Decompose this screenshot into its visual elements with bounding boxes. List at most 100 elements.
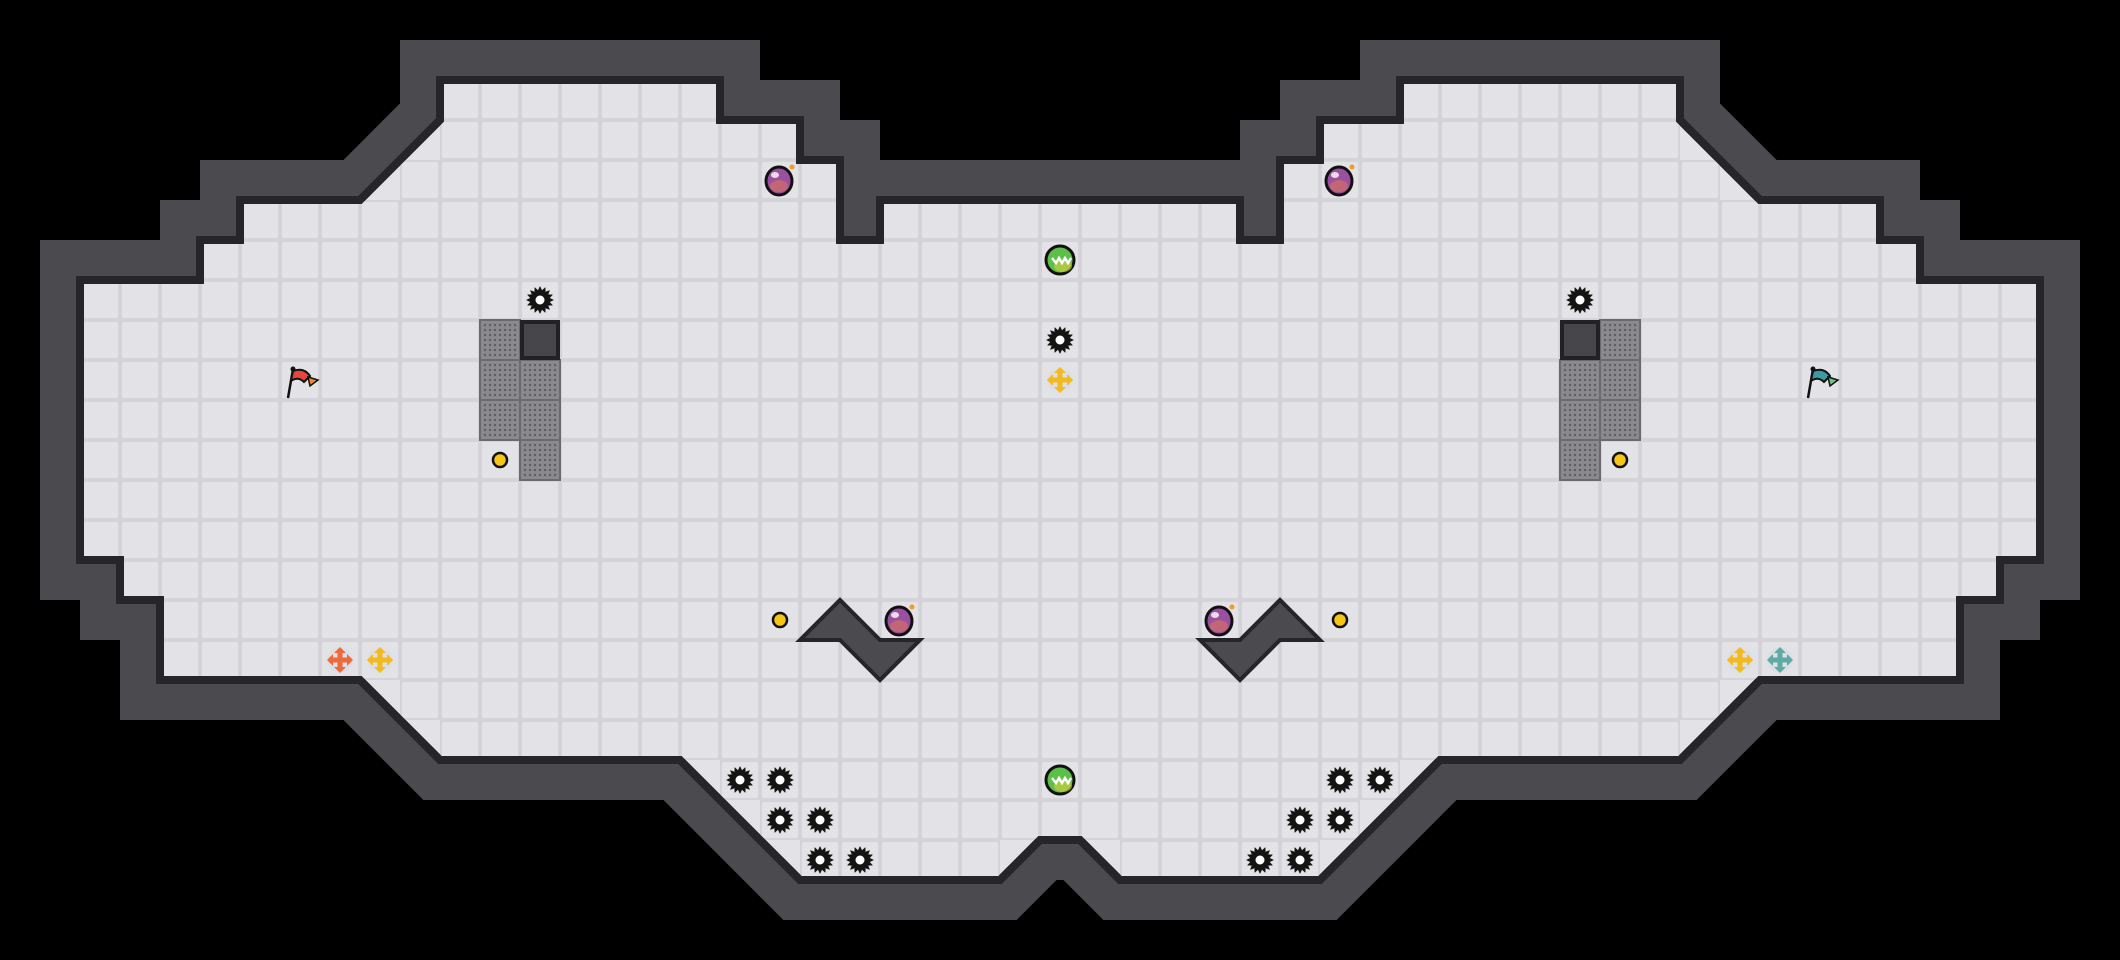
floor-tile [1640,120,1680,160]
floor-tile [1520,400,1560,440]
floor-tile [240,240,280,280]
floor-tile [1720,280,1760,320]
floor-tile [1520,80,1560,120]
floor-tile [760,200,800,240]
floor-tile [160,560,200,600]
floor-tile [800,440,840,480]
floor-tile [1720,520,1760,560]
floor-tile [1440,80,1480,120]
floor-tile [1000,400,1040,440]
floor-tile [1680,320,1720,360]
floor-tile [720,320,760,360]
floor-tile [1520,560,1560,600]
floor-tile [640,200,680,240]
floor-tile [1920,520,1960,560]
floor-tile [240,320,280,360]
floor-tile [560,600,600,640]
floor-tile [1280,360,1320,400]
floor-tile [880,520,920,560]
floor-tile [360,240,400,280]
floor-tile [600,240,640,280]
floor-tile [680,640,720,680]
floor-tile [800,160,840,200]
floor-tile [1480,160,1520,200]
floor-tile [240,560,280,600]
floor-tile [1400,640,1440,680]
floor-tile [80,280,120,320]
floor-tile [320,280,360,320]
floor-tile [1840,200,1880,240]
floor-tile [1840,480,1880,520]
floor-tile [1480,280,1520,320]
floor-tile [1000,440,1040,480]
floor-tile [1480,400,1520,440]
floor-tile [880,840,920,880]
floor-tile [1440,240,1480,280]
coin-icon [771,611,789,629]
floor-tile [720,360,760,400]
floor-tile [1040,280,1080,320]
floor-tile [80,400,120,440]
floor-tile [1800,400,1840,440]
floor-tile [1920,360,1960,400]
floor-tile [1640,720,1680,760]
floor-tile [200,640,240,680]
floor-tile [1040,640,1080,680]
floor-tile [1640,440,1680,480]
floor-tile [1240,480,1280,520]
floor-tile [1160,240,1200,280]
floor-tile [1080,640,1120,680]
floor-tile [1440,520,1480,560]
floor-tile [680,320,720,360]
floor-tile [1080,480,1120,520]
floor-tile [560,480,600,520]
floor-tile [1680,240,1720,280]
floor-tile [600,440,640,480]
floor-tile [1120,560,1160,600]
floor-tile [840,440,880,480]
floor-tile [1160,480,1200,520]
floor-tile [760,120,800,160]
floor-tile [880,480,920,520]
floor-tile [280,240,320,280]
floor-tile [920,200,960,240]
floor-tile [960,600,1000,640]
floor-tile [760,720,800,760]
floor-tile [280,200,320,240]
floor-tile [1360,680,1400,720]
floor-tile [120,400,160,440]
floor-tile [200,400,240,440]
floor-tile [1120,360,1160,400]
floor-tile [880,400,920,440]
floor-tile [720,160,760,200]
floor-tile [1160,600,1200,640]
floor-tile [960,760,1000,800]
floor-tile [80,360,120,400]
floor-tile [1440,160,1480,200]
floor-tile [640,560,680,600]
floor-tile [1640,200,1680,240]
floor-tile [1760,520,1800,560]
floor-tile [1360,440,1400,480]
floor-tile [680,360,720,400]
floor-tile [1360,360,1400,400]
grate-block-icon [1599,359,1641,401]
floor-tile [1680,280,1720,320]
floor-tile [160,480,200,520]
floor-tile [1280,720,1320,760]
floor-tile [320,200,360,240]
floor-tile [1600,560,1640,600]
floor-tile [1120,400,1160,440]
floor-tile [480,720,520,760]
floor-tile [1520,120,1560,160]
floor-tile [440,600,480,640]
bomb-icon [884,604,915,637]
solid-block-icon [1560,320,1600,360]
floor-tile [1560,560,1600,600]
floor-tile [1440,600,1480,640]
floor-tile [880,320,920,360]
floor-tile [200,560,240,600]
floor-tile [1440,440,1480,480]
floor-tile [1560,240,1600,280]
floor-tile [1320,440,1360,480]
